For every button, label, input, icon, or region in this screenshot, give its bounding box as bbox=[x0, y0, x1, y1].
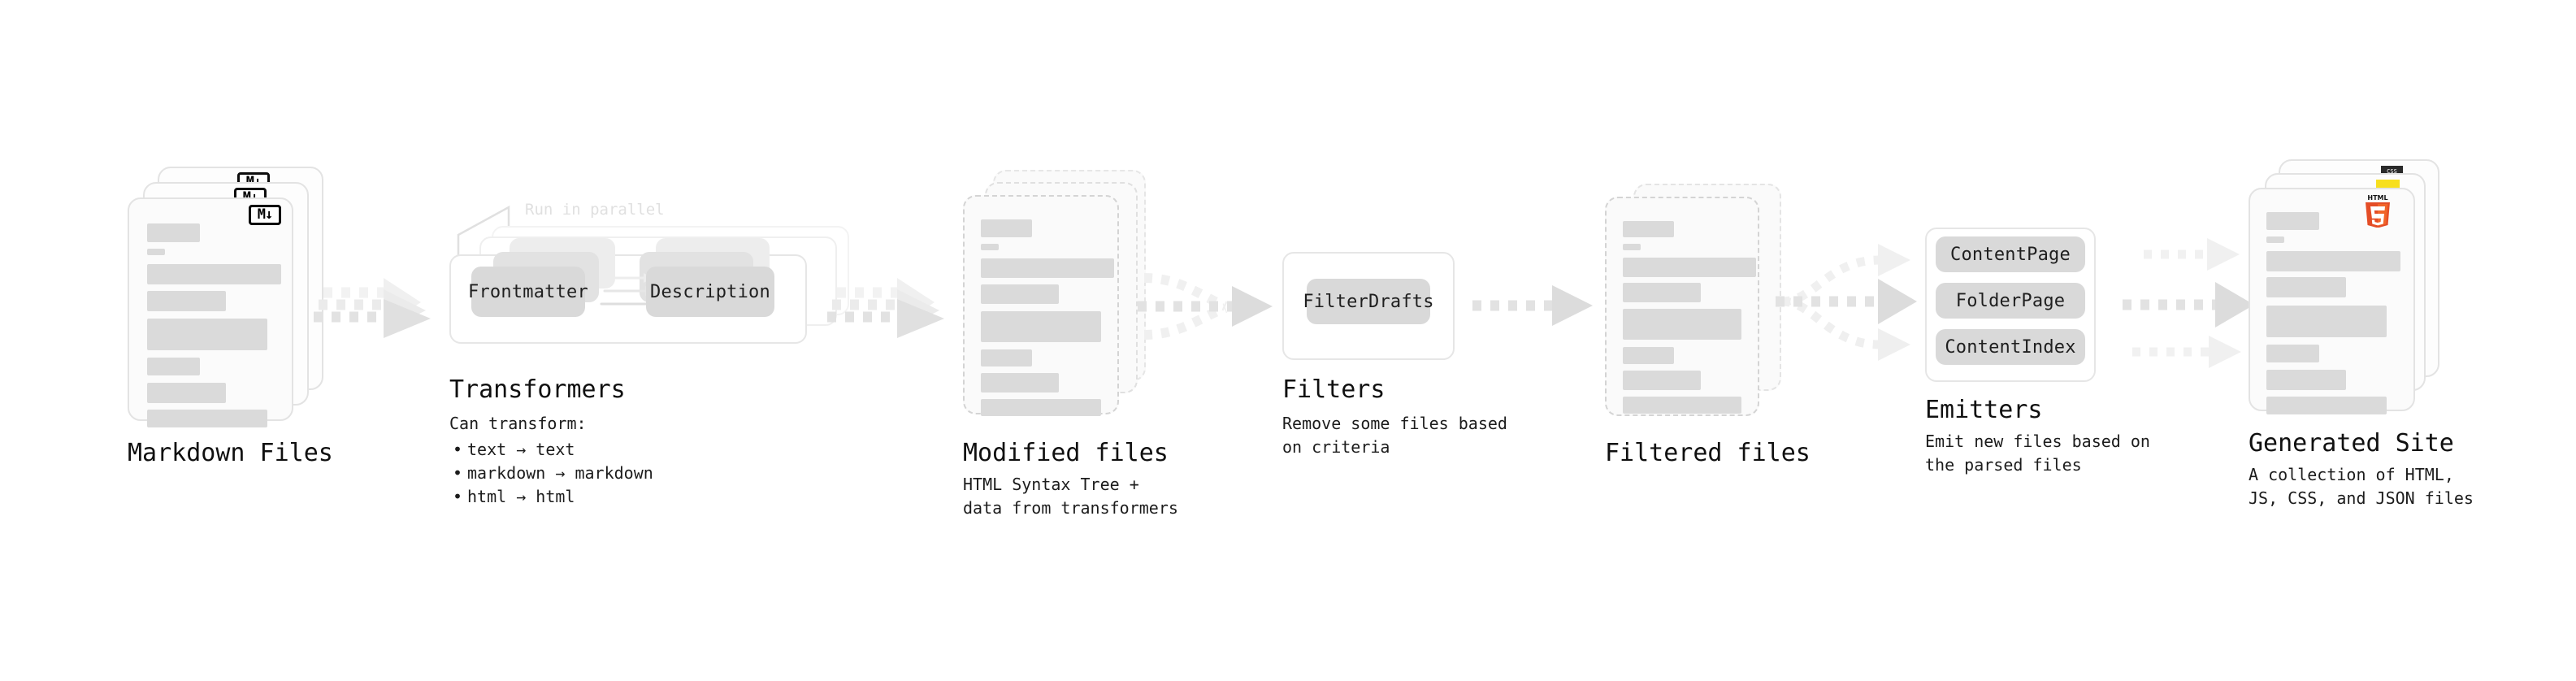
transformer-chip-frontmatter[interactable]: Frontmatter bbox=[468, 267, 588, 317]
connector-markdown-to-transformers bbox=[314, 278, 431, 338]
skeleton-line bbox=[147, 249, 165, 255]
skeleton-line bbox=[2266, 212, 2319, 230]
skeleton-line bbox=[2266, 251, 2400, 271]
connector-filtered-to-emitters bbox=[1776, 244, 1917, 361]
skeleton-line bbox=[147, 264, 281, 284]
generated-site-title: Generated Site bbox=[2249, 429, 2454, 458]
skeleton-line bbox=[1623, 309, 1741, 340]
emitter-chip-contentindex[interactable]: ContentIndex bbox=[1936, 329, 2085, 365]
skeleton-line bbox=[2266, 236, 2284, 243]
transformers-subtitle-item: html → html bbox=[453, 485, 653, 509]
skeleton-line bbox=[147, 223, 200, 242]
filtered-file-card-front bbox=[1605, 197, 1759, 416]
skeleton-line bbox=[147, 291, 226, 311]
emitter-chip-contentpage[interactable]: ContentPage bbox=[1936, 236, 2085, 272]
emitters-subtitle: Emit new files based on the parsed files bbox=[1925, 432, 2150, 475]
filtered-files-title: Filtered files bbox=[1605, 439, 1811, 467]
emitter-chip-folderpage[interactable]: FolderPage bbox=[1936, 283, 2085, 319]
skeleton-line bbox=[2266, 370, 2346, 390]
run-in-parallel-bracket bbox=[457, 205, 510, 267]
modified-files-title: Modified files bbox=[963, 439, 1169, 467]
skeleton-line bbox=[981, 219, 1032, 237]
transformers-subtitle-lead: Can transform: bbox=[449, 414, 587, 433]
transformers-title: Transformers bbox=[449, 375, 626, 404]
transformers-subtitle-item: text → text bbox=[453, 438, 653, 462]
filter-chip-filterdrafts[interactable]: FilterDrafts bbox=[1303, 279, 1433, 324]
skeleton-line bbox=[981, 373, 1059, 393]
markdown-icon: M↓ bbox=[249, 205, 281, 225]
modified-file-card-front bbox=[963, 195, 1119, 416]
skeleton-line bbox=[1623, 221, 1674, 237]
svg-text:CSS: CSS bbox=[2387, 168, 2397, 175]
svg-text:HTML: HTML bbox=[2367, 194, 2387, 202]
generated-site-subtitle: A collection of HTML, JS, CSS, and JSON … bbox=[2249, 465, 2474, 508]
skeleton-line bbox=[147, 319, 267, 350]
skeleton-line bbox=[1623, 283, 1701, 302]
skeleton-line bbox=[981, 244, 999, 250]
skeleton-line bbox=[1623, 258, 1756, 277]
modified-files-subtitle: HTML Syntax Tree + data from transformer… bbox=[963, 475, 1178, 518]
skeleton-line bbox=[981, 311, 1101, 342]
filters-subtitle: Remove some files based on criteria bbox=[1282, 414, 1507, 457]
generated-file-card-front bbox=[2249, 188, 2415, 414]
transformers-subtitle: Can transform: text → text markdown → ma… bbox=[449, 412, 653, 509]
connector-transformers-to-modified bbox=[827, 278, 944, 338]
skeleton-line bbox=[1623, 244, 1641, 250]
connector-emitters-to-site bbox=[2123, 238, 2254, 368]
skeleton-line bbox=[2266, 306, 2387, 337]
skeleton-line bbox=[981, 399, 1101, 416]
markdown-file-card-front bbox=[128, 197, 293, 427]
markdown-files-title: Markdown Files bbox=[128, 439, 333, 467]
skeleton-line bbox=[981, 258, 1114, 278]
skeleton-line bbox=[147, 383, 226, 403]
skeleton-line bbox=[1623, 397, 1741, 414]
transformers-subtitle-item: markdown → markdown bbox=[453, 462, 653, 485]
skeleton-line bbox=[981, 349, 1032, 367]
connector-modified-to-filters bbox=[1138, 273, 1273, 340]
filters-title: Filters bbox=[1282, 375, 1386, 404]
skeleton-line bbox=[981, 284, 1059, 304]
skeleton-line bbox=[2266, 277, 2346, 297]
html5-icon: HTML bbox=[2366, 194, 2390, 228]
connector-filters-to-filtered bbox=[1472, 285, 1593, 326]
emitters-title: Emitters bbox=[1925, 396, 2043, 424]
skeleton-line bbox=[147, 358, 200, 375]
skeleton-line bbox=[1623, 371, 1701, 390]
skeleton-line bbox=[2266, 397, 2387, 414]
transformer-chip-description[interactable]: Description bbox=[646, 267, 774, 317]
skeleton-line bbox=[147, 410, 267, 427]
run-in-parallel-label: Run in parallel bbox=[525, 201, 665, 219]
skeleton-line bbox=[1623, 347, 1674, 364]
skeleton-line bbox=[2266, 345, 2319, 362]
